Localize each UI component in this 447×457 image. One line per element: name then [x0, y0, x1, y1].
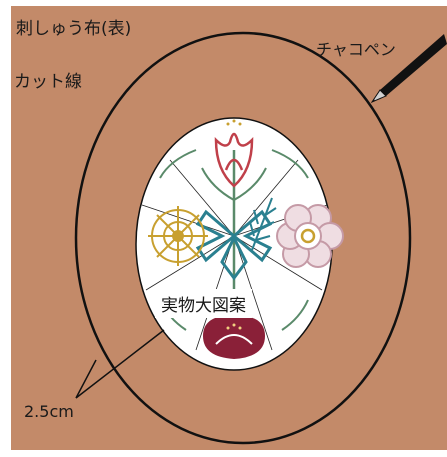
pink-flower [277, 205, 343, 267]
fabric-front-label: 刺しゅう布(表) [16, 14, 131, 39]
chalk-pen-label: チャコペン [316, 36, 396, 60]
seam-allowance-label: 2.5cm [24, 402, 74, 421]
full-size-pattern-label: 実物大図案 [155, 289, 252, 318]
dimension-leaders [76, 330, 164, 398]
embroidery-pattern [136, 118, 343, 370]
cut-line-label: カット線 [14, 67, 82, 92]
burgundy-flower [204, 316, 264, 358]
gold-sunburst-flower [148, 206, 208, 266]
